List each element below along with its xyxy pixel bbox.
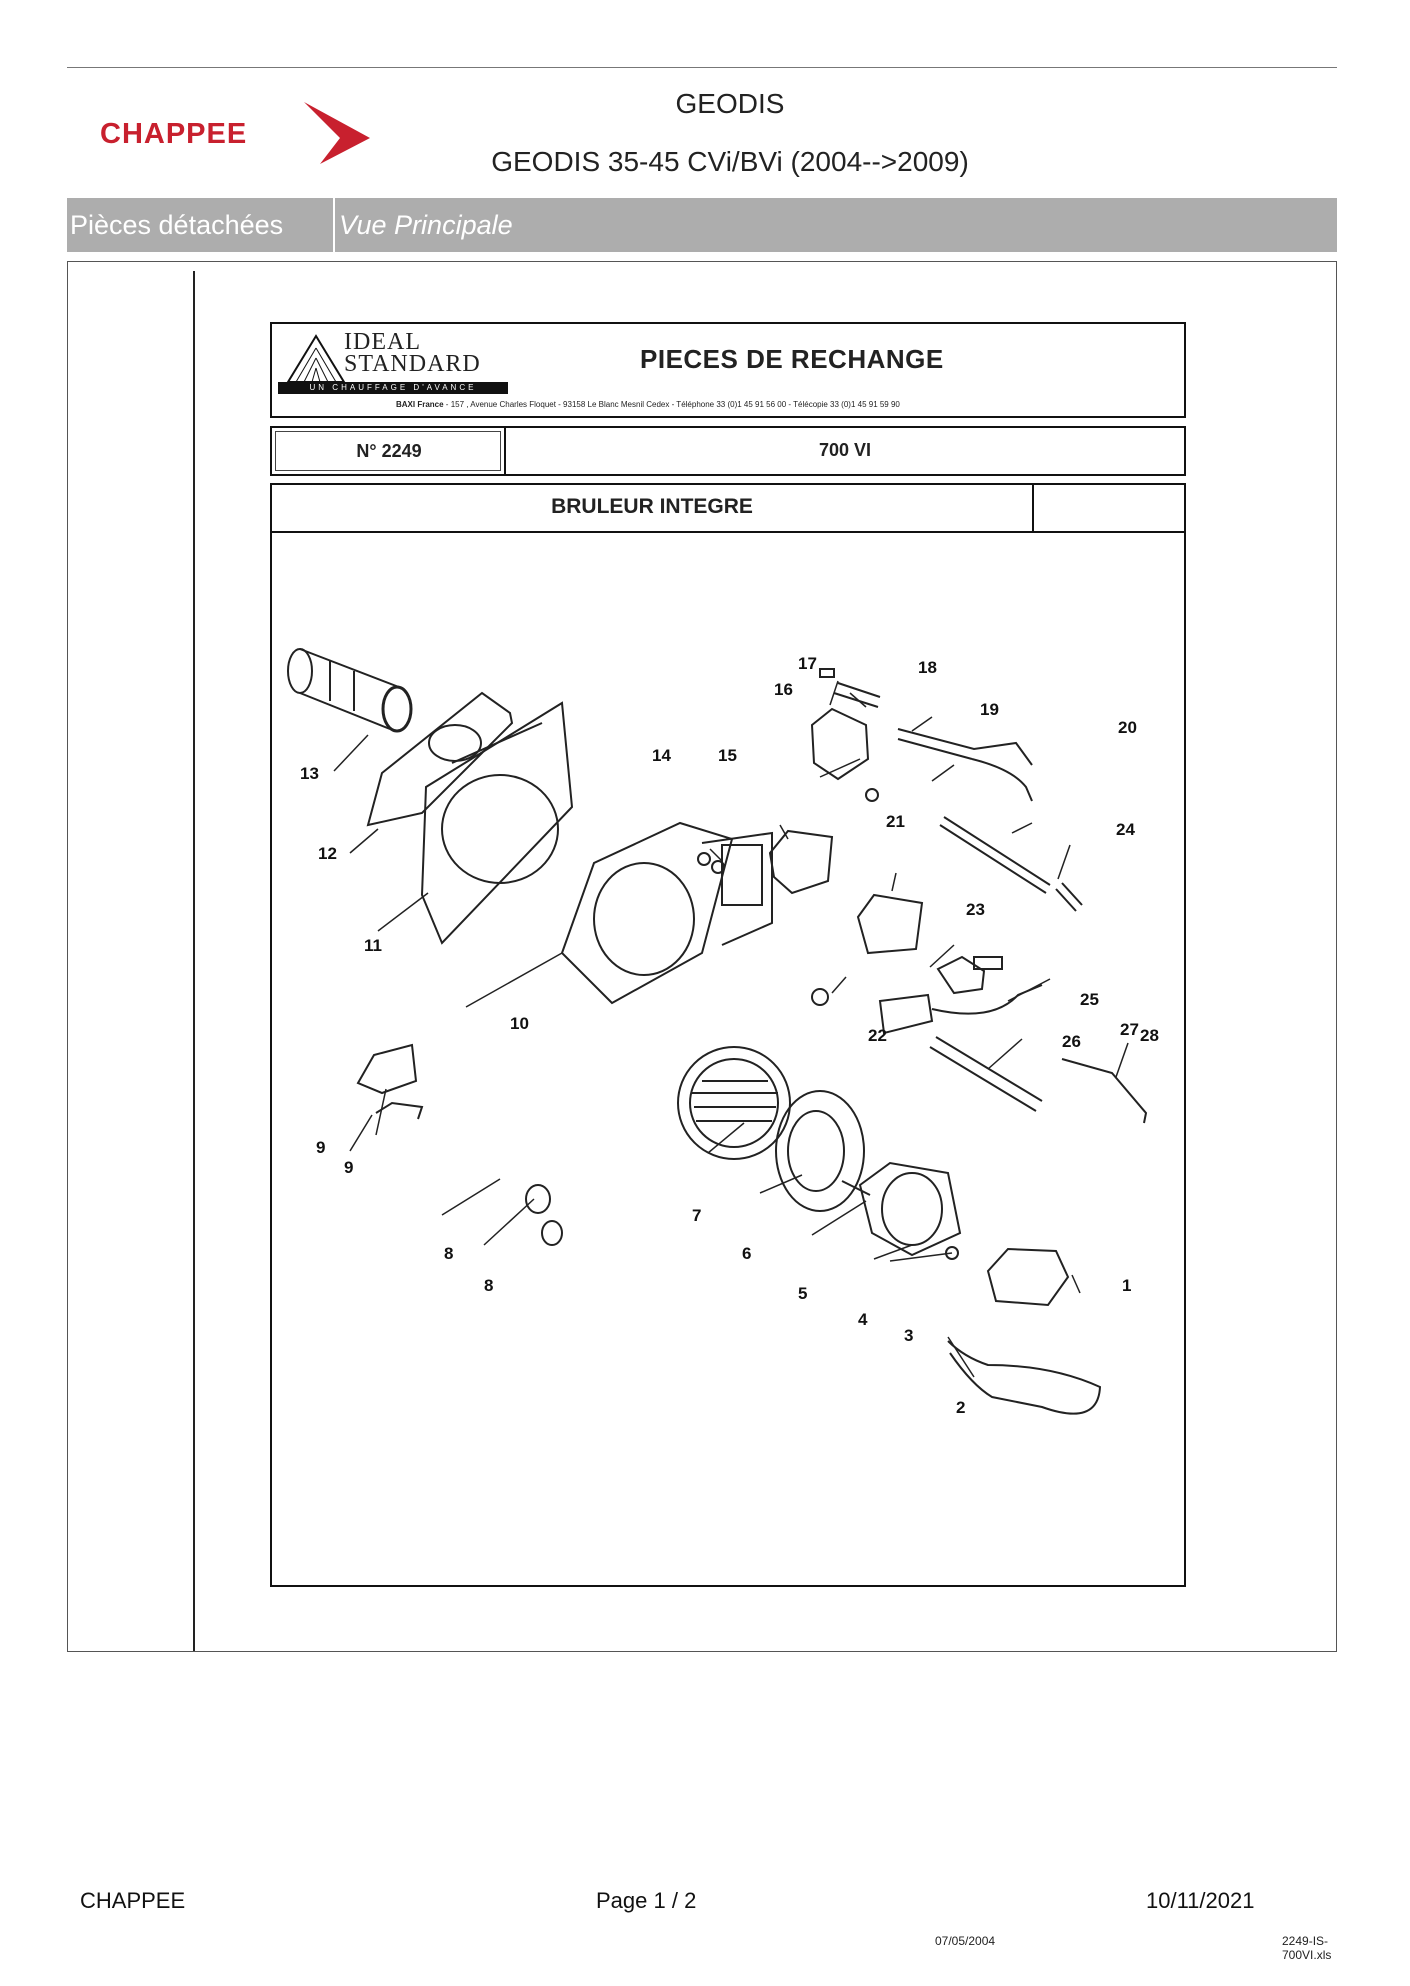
tab-spare-parts[interactable]: Pièces détachées bbox=[70, 210, 284, 240]
part-window-2 bbox=[541, 1220, 563, 1246]
callout-5: 5 bbox=[798, 1284, 807, 1303]
part-nut bbox=[697, 852, 725, 874]
callout-17: 17 bbox=[798, 654, 817, 673]
chappee-logo: CHAPPEE bbox=[100, 100, 370, 170]
part-front-plate bbox=[420, 701, 574, 945]
diagram-box: BRULEUR INTEGRE bbox=[270, 483, 1186, 1587]
part-inlet-cone bbox=[775, 1090, 865, 1212]
logo-line-1: IDEAL bbox=[344, 329, 421, 355]
callout-7: 7 bbox=[692, 1206, 701, 1225]
callout-4: 4 bbox=[858, 1310, 868, 1329]
callout-1: 1 bbox=[1122, 1276, 1131, 1295]
part-motor bbox=[858, 1161, 962, 1257]
footer-date: 10/11/2021 bbox=[1146, 1888, 1255, 1913]
section-title: BRULEUR INTEGRE bbox=[551, 495, 753, 518]
top-rule bbox=[67, 67, 1337, 68]
part-washer bbox=[811, 988, 829, 1006]
callout-2: 2 bbox=[956, 1398, 965, 1417]
callout-26: 26 bbox=[1062, 1032, 1081, 1051]
callout-6: 6 bbox=[742, 1244, 751, 1263]
address-text: - 157 , Avenue Charles Floquet - 93158 L… bbox=[443, 400, 900, 409]
company-address: BAXI France - 157 , Avenue Charles Floqu… bbox=[396, 400, 900, 409]
part-fan-housing bbox=[560, 821, 773, 1005]
part-hose bbox=[947, 1340, 1102, 1415]
callout-15: 15 bbox=[718, 746, 737, 765]
reference-row: N° 2249 700 VI bbox=[270, 426, 1186, 476]
part-air-tube bbox=[287, 648, 413, 733]
tab-divider bbox=[333, 198, 335, 252]
callout-21: 21 bbox=[886, 812, 905, 831]
callout-3: 3 bbox=[904, 1326, 913, 1345]
address-company: BAXI France bbox=[396, 400, 444, 409]
brand-arrow-icon bbox=[304, 102, 370, 164]
callout-19: 19 bbox=[980, 700, 999, 719]
model-name: 700 VI bbox=[818, 440, 872, 460]
part-fan-wheel bbox=[677, 1046, 791, 1160]
part-bar bbox=[929, 1036, 1043, 1112]
callout-25: 25 bbox=[1080, 990, 1099, 1009]
sheet-header: IDEAL STANDARD UN CHAUFFAGE D'AVANCE PIE… bbox=[270, 322, 1186, 418]
brand-wordmark: CHAPPEE bbox=[100, 118, 248, 150]
title-rule bbox=[272, 531, 1184, 533]
sheet-filename: 2249-IS-700VI.xls bbox=[1282, 1934, 1332, 1962]
sidebar-rule bbox=[193, 271, 195, 1651]
callout-22: 22 bbox=[868, 1026, 887, 1045]
part-cable bbox=[971, 758, 1033, 802]
part-pin bbox=[1055, 882, 1083, 912]
part-relay-box bbox=[856, 893, 924, 955]
callout-10: 10 bbox=[510, 1014, 529, 1033]
callout-9: 9 bbox=[344, 1158, 353, 1177]
callout-28: 28 bbox=[1140, 1026, 1159, 1045]
exploded-view-diagram: 1234567889910111213141516171819202122232… bbox=[287, 648, 1159, 1417]
tab-bar: Pièces détachées Vue Principale bbox=[67, 198, 1337, 252]
ideal-standard-triangle-icon bbox=[286, 334, 346, 383]
callout-24: 24 bbox=[1116, 820, 1135, 839]
part-pump bbox=[986, 1247, 1070, 1307]
callout-8: 8 bbox=[444, 1244, 453, 1263]
part-clip bbox=[356, 1043, 418, 1095]
callout-11: 11 bbox=[364, 936, 382, 955]
callout-18: 18 bbox=[918, 658, 937, 677]
part-rod bbox=[939, 816, 1051, 894]
reference-number: N° 2249 bbox=[356, 441, 422, 461]
tab-main-view[interactable]: Vue Principale bbox=[339, 210, 513, 240]
part-bracket bbox=[810, 668, 881, 781]
part-gasket bbox=[366, 691, 514, 827]
title-divider bbox=[1032, 485, 1034, 532]
part-transformer bbox=[768, 829, 834, 895]
ideal-standard-logo: IDEAL STANDARD bbox=[278, 330, 510, 390]
logo-tagline: UN CHAUFFAGE D'AVANCE bbox=[278, 382, 508, 394]
reference-number-cell: N° 2249 bbox=[275, 431, 501, 471]
part-electrode-rod bbox=[897, 728, 1033, 766]
document-title: GEODIS bbox=[675, 88, 785, 119]
part-connector bbox=[936, 955, 986, 995]
sheet-title: PIECES DE RECHANGE bbox=[640, 344, 944, 374]
footer-company: CHAPPEE bbox=[80, 1888, 186, 1913]
part-small-rod bbox=[1061, 1058, 1148, 1124]
callout-14: 14 bbox=[652, 746, 671, 765]
part-spacer bbox=[945, 1246, 959, 1260]
callout-12: 12 bbox=[318, 844, 337, 863]
document-subtitle: GEODIS 35-45 CVi/BVi (2004-->2009) bbox=[491, 146, 969, 177]
callout-23: 23 bbox=[966, 900, 985, 919]
callout-8: 8 bbox=[484, 1276, 493, 1295]
part-window bbox=[525, 1184, 551, 1214]
part-shaft bbox=[841, 1180, 871, 1196]
callout-16: 16 bbox=[774, 680, 793, 699]
logo-line-2: STANDARD bbox=[344, 351, 481, 377]
callout-9: 9 bbox=[316, 1138, 325, 1157]
sheet-date: 07/05/2004 bbox=[935, 1934, 996, 1948]
callout-13: 13 bbox=[300, 764, 319, 783]
content-frame bbox=[67, 261, 1337, 1652]
reference-divider bbox=[504, 428, 506, 474]
callout-27: 27 bbox=[1120, 1020, 1139, 1039]
callout-20: 20 bbox=[1118, 718, 1137, 737]
parts-sheet: IDEAL STANDARD UN CHAUFFAGE D'AVANCE PIE… bbox=[270, 322, 1331, 1962]
part-clip-2 bbox=[375, 1101, 424, 1120]
footer-page: Page 1 / 2 bbox=[596, 1888, 697, 1913]
